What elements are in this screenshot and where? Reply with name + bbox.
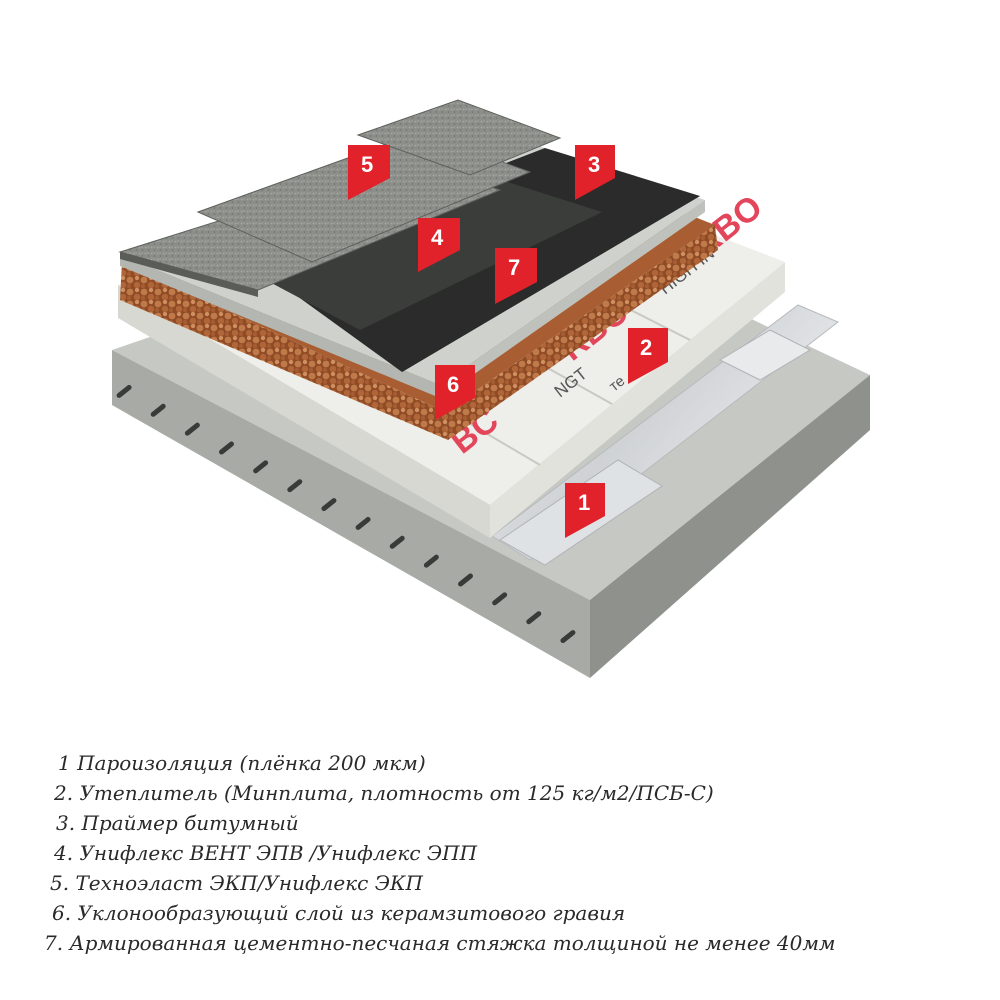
- marker-number: 2: [640, 335, 652, 360]
- legend-item-5: 5. Техноэласт ЭКП/Унифлекс ЭКП: [50, 871, 423, 895]
- marker-3[interactable]: 3: [575, 145, 615, 200]
- legend-item-2: 2. Утеплитель (Минплита, плотность от 12…: [54, 781, 714, 805]
- marker-2[interactable]: 2: [628, 328, 668, 384]
- rebar-end: [219, 441, 234, 455]
- screed-front-face: [120, 255, 440, 398]
- marker-6[interactable]: 6: [435, 365, 475, 420]
- screed-side-face: [440, 200, 705, 398]
- cap-sheet-panel: [356, 99, 562, 176]
- legend-item-7: 7. Армированная цементно-песчаная стяжка…: [44, 931, 836, 955]
- rebar-end: [526, 611, 542, 625]
- rebar-end: [355, 516, 371, 530]
- marker-tag: [628, 328, 668, 384]
- marker-7[interactable]: 7: [495, 248, 537, 304]
- rebar-end: [321, 498, 337, 512]
- marker-number: 4: [431, 225, 444, 250]
- film-sheet-upper: [718, 329, 812, 381]
- gravel-side-face: [445, 225, 718, 440]
- layer-legend: 1 Пароизоляция (плёнка 200 мкм) 2. Утепл…: [40, 748, 990, 958]
- insulation-front-face: [118, 285, 490, 538]
- marker-number: 3: [588, 152, 600, 177]
- marker-number: 6: [447, 372, 459, 397]
- membrane-underlayer: [232, 170, 602, 330]
- legend-item-6: 6. Уклонообразующий слой из керамзитовог…: [52, 901, 626, 925]
- legend-item-1: 1 Пароизоляция (плёнка 200 мкм): [58, 751, 426, 775]
- cap-sheet-layer: [118, 99, 562, 297]
- marker-tag: [495, 248, 537, 304]
- cap-sheet-front-edge: [120, 252, 258, 297]
- slab-front-face: [112, 350, 590, 678]
- membrane-edge-ragged: [360, 212, 602, 330]
- rebar-end: [458, 573, 473, 587]
- legend-item-3: 3. Праймер битумный: [56, 811, 299, 835]
- slab-side-face: [590, 375, 870, 678]
- marker-4[interactable]: 4: [418, 218, 460, 272]
- rebar-end: [287, 479, 303, 493]
- rebar-end: [116, 384, 132, 398]
- marker-tag: [435, 365, 475, 420]
- marker-5[interactable]: 5: [348, 145, 390, 200]
- marker-tag: [348, 145, 390, 200]
- rebar-end: [423, 554, 439, 568]
- marker-tag: [418, 218, 460, 272]
- primer-edge-ragged: [402, 196, 700, 372]
- insulation-side-face: [490, 262, 785, 538]
- marker-number: 5: [361, 152, 373, 177]
- marker-number: 1: [578, 490, 590, 515]
- rebar-end: [150, 403, 166, 417]
- marker-number: 7: [508, 255, 520, 280]
- rebar-end: [184, 422, 200, 436]
- rebar-end: [253, 460, 269, 474]
- rebar-ends: [116, 384, 576, 644]
- gravel-front-face: [120, 262, 448, 440]
- marker-tag: [565, 483, 605, 538]
- rebar-end: [389, 535, 405, 549]
- rebar-end: [560, 630, 576, 644]
- marker-1[interactable]: 1: [565, 483, 605, 538]
- marker-tag: [575, 145, 615, 200]
- legend-item-4: 4. Унифлекс ВЕНТ ЭПВ /Унифлекс ЭПП: [54, 841, 478, 865]
- roof-layers-diagram: RBO RBC BC HIGH IN NGT те 5 3: [112, 99, 870, 678]
- rebar-end: [492, 592, 508, 606]
- layer-markers: 5 3 4 7 2 6 1: [348, 145, 668, 538]
